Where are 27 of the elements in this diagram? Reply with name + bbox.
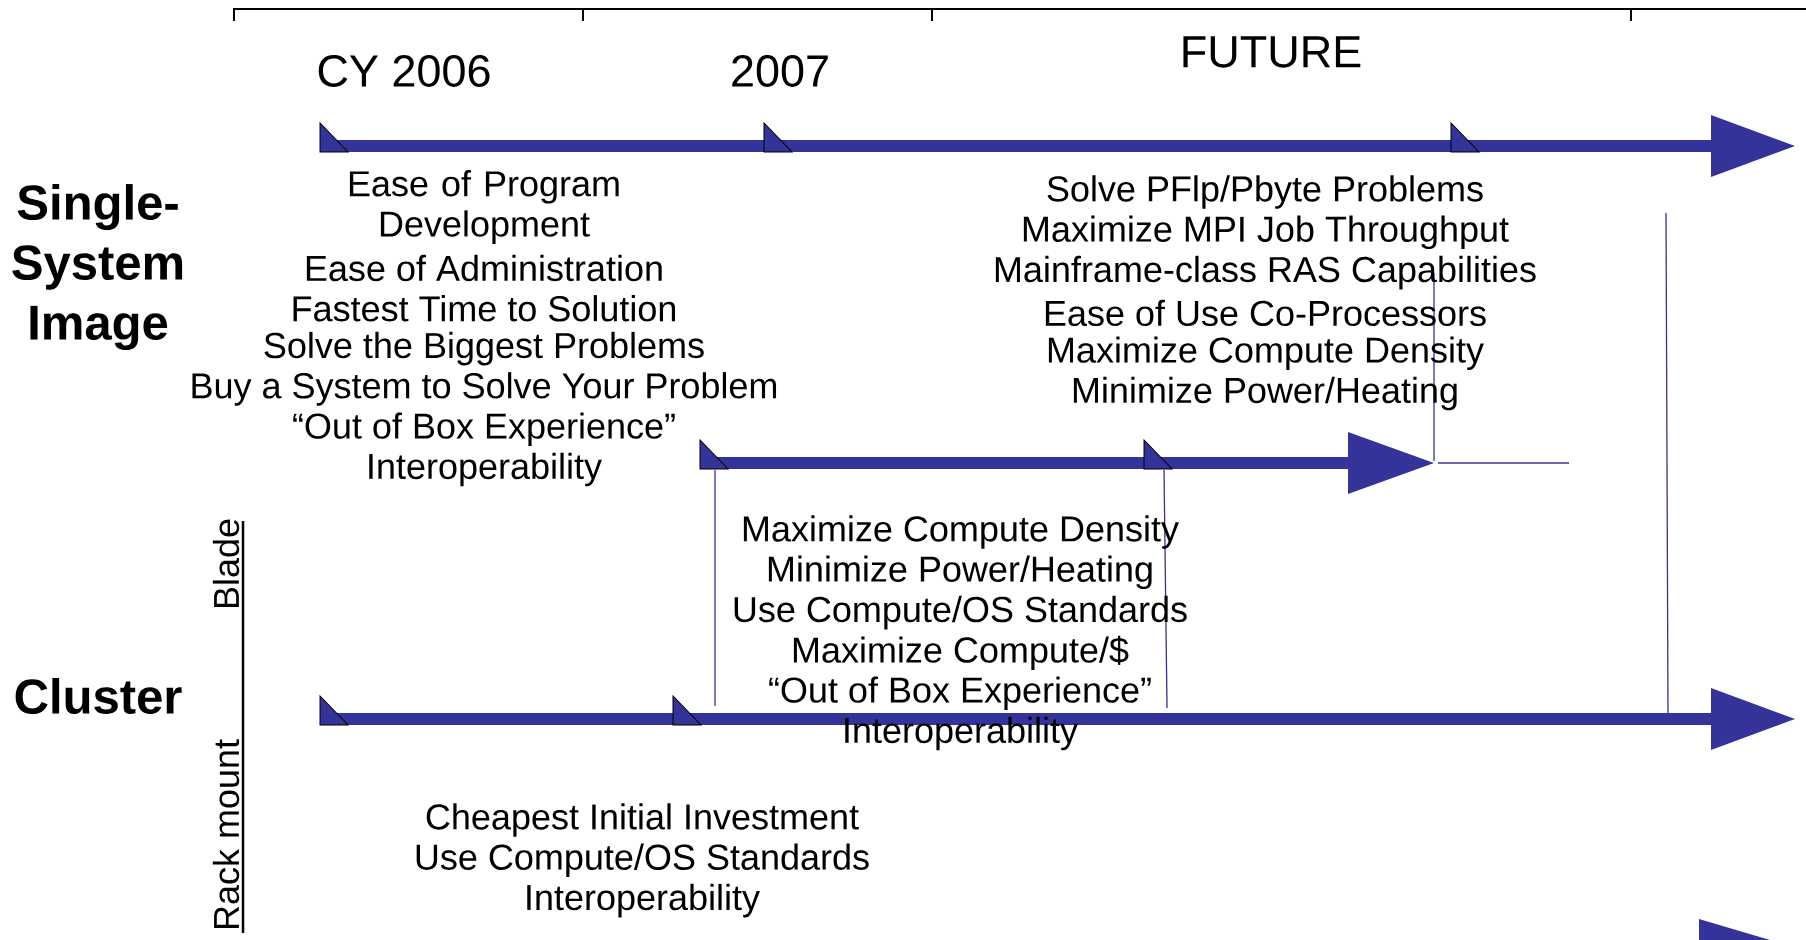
benefit-text: “Out of Box Experience” bbox=[769, 676, 1151, 710]
benefit-text: Ease of Use Co-Processors bbox=[1045, 299, 1486, 327]
benefit-text: Maximize Compute Density bbox=[1048, 336, 1484, 370]
benefit-text: “Out of Box Experience” bbox=[293, 412, 675, 446]
benefit-text: Solve the Biggest Problems bbox=[264, 331, 704, 366]
timeline-heading: CY 2006 bbox=[318, 55, 490, 87]
row-heading: Single-System Image bbox=[12, 184, 183, 350]
benefit-text: Maximize Compute/$ bbox=[793, 635, 1129, 670]
axis-label: Blade bbox=[212, 519, 240, 608]
benefit-text: Maximize MPI Job Throughput bbox=[1023, 215, 1509, 250]
benefit-text: Ease of Administration bbox=[306, 254, 662, 282]
benefit-text: Minimize Power/Heating bbox=[1073, 376, 1457, 411]
row-heading: Cluster bbox=[15, 678, 182, 714]
benefit-text: Cheapest Initial Investment bbox=[426, 803, 859, 837]
timeline-heading: FUTURE bbox=[1183, 36, 1361, 68]
benefit-text: Mainframe-class RAS Capabilities bbox=[995, 255, 1536, 290]
benefit-text: Solve PFlp/Pbyte Problems bbox=[1047, 175, 1483, 209]
benefit-text: Interoperability bbox=[369, 452, 602, 487]
timeline-heading: 2007 bbox=[732, 55, 828, 87]
benefit-text: Interoperability bbox=[845, 716, 1078, 751]
benefit-text: Ease of Program Development bbox=[349, 170, 619, 244]
axis-label: Rack mount bbox=[212, 739, 240, 929]
benefit-text: Interoperability bbox=[527, 883, 760, 918]
benefit-text: Use Compute/OS Standards bbox=[416, 843, 869, 878]
benefit-text: Buy a System to Solve Your Problem bbox=[192, 372, 777, 406]
benefit-text: Minimize Power/Heating bbox=[768, 555, 1152, 590]
benefit-text: Fastest Time to Solution bbox=[293, 295, 676, 322]
